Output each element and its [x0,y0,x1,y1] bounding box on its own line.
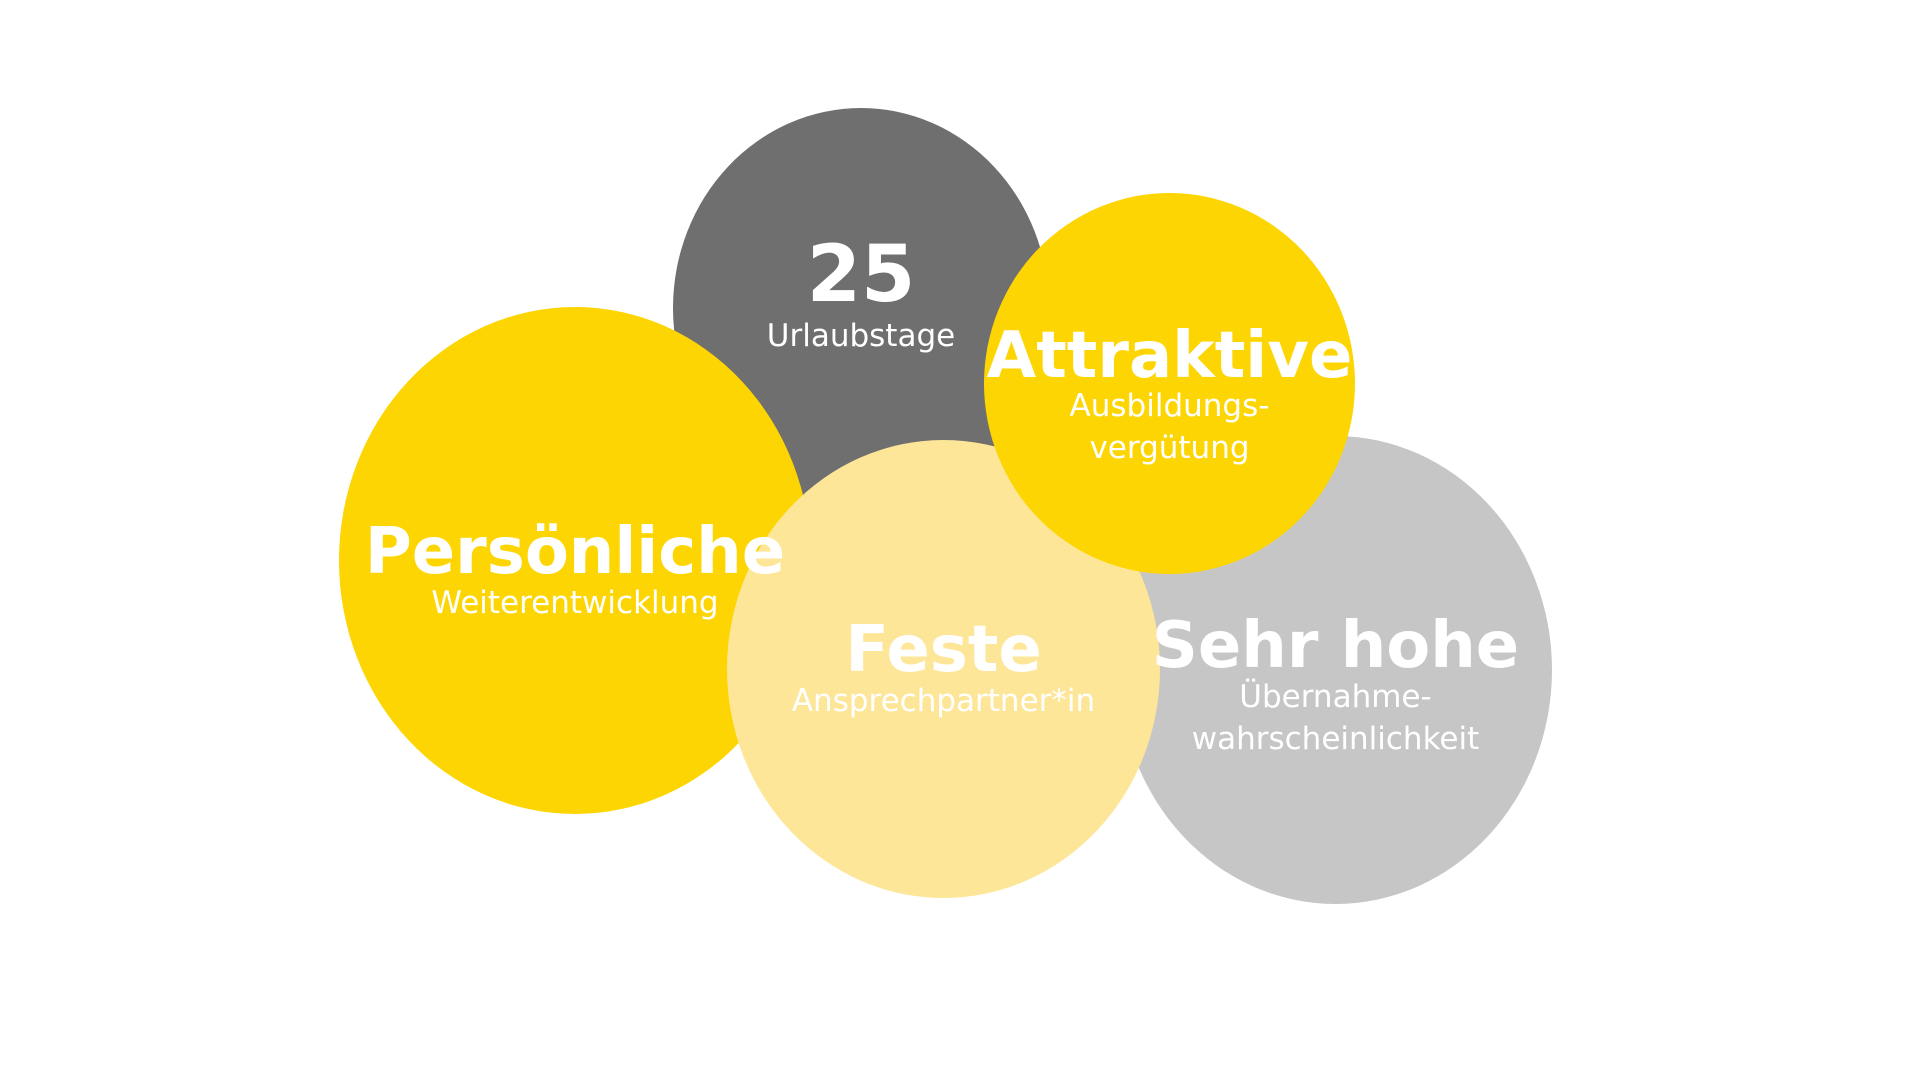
uebernahme-label: Übernahme- [1239,679,1432,715]
persoenliche-title: Persönliche [364,515,786,589]
urlaubstage-number: 25 [806,230,916,320]
sehr-hohe-title: Sehr hohe [1151,609,1520,683]
wahrscheinlichkeit-label: wahrscheinlichkeit [1191,721,1480,757]
bubble-persoenliche-weiterentwicklung [339,307,811,814]
urlaubstage-label: Urlaubstage [766,318,956,354]
ansprechpartner-label: Ansprechpartner*in [791,683,1096,719]
attraktive-title: Attraktive [986,319,1353,393]
ausbildungs-label: Ausbildungs- [1069,388,1270,424]
weiterentwicklung-label: Weiterentwicklung [431,585,719,621]
verguetung-label: vergütung [1089,430,1250,466]
bubble-attraktive-verguetung [984,193,1355,574]
feste-title: Feste [845,613,1042,687]
